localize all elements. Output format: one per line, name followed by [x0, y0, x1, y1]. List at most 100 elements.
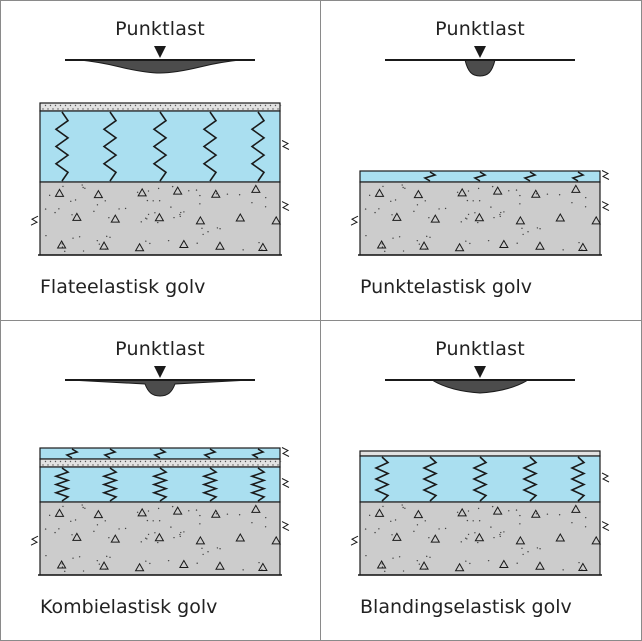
aggregate-triangle — [498, 239, 509, 248]
aggregate-dot — [490, 526, 492, 528]
aggregate-dot — [44, 208, 47, 210]
aggregate-dot — [562, 249, 564, 251]
aggregate-dot — [171, 505, 174, 508]
aggregate-dot — [157, 221, 159, 224]
spring-icon — [202, 111, 218, 182]
sheet-dot — [252, 464, 254, 466]
sheet-dot — [137, 108, 139, 110]
concrete-slab — [350, 501, 610, 576]
aggregate-dot — [158, 200, 161, 202]
aggregate-dot — [171, 185, 174, 188]
sheet-dot — [54, 104, 57, 107]
aggregate-triangle — [392, 532, 402, 541]
aggregate-triangle — [535, 561, 545, 570]
aggregate-dot — [500, 531, 502, 534]
sheet-dot — [169, 460, 172, 463]
sheet-dot — [229, 460, 232, 463]
aggregate-dot — [199, 203, 201, 205]
sheet-dot — [257, 464, 259, 466]
aggregate-dot — [201, 227, 203, 230]
aggregate-triangle — [215, 241, 225, 250]
spring-icon — [203, 448, 217, 459]
load-arrow-icon — [154, 46, 166, 58]
sheet-dot — [272, 108, 274, 110]
aggregate-triangle — [99, 561, 109, 570]
aggregate-dot — [136, 191, 139, 194]
sheet-dot — [209, 104, 212, 107]
aggregate-dot — [508, 510, 510, 512]
aggregate-triangle — [419, 561, 429, 570]
sheet-dot — [82, 108, 84, 110]
aggregate-dot — [404, 507, 406, 510]
aggregate-dot — [108, 217, 110, 219]
aggregate-triangle — [419, 241, 429, 250]
sheet-dot — [49, 104, 52, 107]
aggregate-triangle — [137, 507, 148, 517]
aggregate-triangle — [376, 239, 387, 249]
aggregate-triangle — [591, 215, 602, 225]
aggregate-dot — [499, 533, 501, 536]
aggregate-dot — [195, 189, 198, 191]
aggregate-dot — [145, 240, 147, 242]
aggregate-dot — [515, 189, 518, 191]
aggregate-dot — [499, 535, 501, 538]
sheet-dot — [97, 464, 99, 466]
sheet-dot — [244, 460, 247, 463]
sheet-dot — [179, 104, 182, 107]
aggregate-triangle — [392, 212, 402, 221]
aggregate-dot — [124, 527, 127, 530]
aggregate-triangle — [56, 559, 67, 569]
sheet-dot — [182, 464, 184, 466]
aggregate-dot — [62, 185, 64, 188]
spring-icon — [153, 448, 167, 459]
aggregate-dot — [180, 211, 182, 214]
sheet-dot — [89, 460, 92, 463]
aggregate-dot — [404, 187, 406, 190]
aggregate-dot — [199, 194, 201, 197]
sheet-dot — [177, 464, 179, 466]
point-load-label: Punktlast — [115, 18, 205, 40]
sheet-dot — [192, 108, 194, 110]
aggregate-dot — [491, 505, 494, 508]
sheet-dot — [262, 464, 264, 466]
sheet-dot — [169, 104, 172, 107]
spring-icon — [54, 111, 70, 182]
sheet-dot — [239, 104, 242, 107]
point-load-symbol — [65, 366, 255, 397]
aggregate-dot — [82, 250, 85, 252]
spring-icon — [251, 448, 265, 459]
aggregate-dot — [394, 199, 397, 201]
aggregate-dot — [81, 184, 83, 186]
aggregate-dot — [72, 557, 74, 559]
aggregate-dot — [147, 510, 150, 512]
sheet-dot — [127, 464, 129, 466]
sheet-dot — [237, 108, 239, 110]
sheet-dot — [124, 104, 127, 107]
aggregate-dot — [546, 193, 549, 195]
sheet-dot — [109, 460, 112, 463]
aggregate-dot — [202, 233, 204, 236]
aggregate-dot — [61, 566, 64, 568]
aggregate-triangle — [93, 509, 104, 519]
aggregate-dot — [106, 555, 108, 558]
sheet-dot — [237, 464, 239, 466]
load-arrow-icon — [474, 46, 486, 58]
aggregate-dot — [183, 211, 185, 213]
sheet-dot — [177, 108, 179, 110]
deflection-bulge — [464, 59, 496, 77]
aggregate-dot — [578, 241, 580, 244]
sheet-dot — [149, 104, 152, 107]
aggregate-dot — [364, 208, 367, 210]
aggregate-dot — [108, 537, 110, 539]
sheet-dot — [57, 108, 59, 110]
sheet-dot — [244, 104, 247, 107]
aggregate-dot — [508, 190, 510, 192]
aggregate-dot — [585, 196, 587, 199]
spring-icon — [571, 171, 585, 182]
aggregate-dot — [144, 537, 147, 539]
point-load-symbol — [65, 46, 255, 74]
sheet-dot — [227, 108, 229, 110]
sheet-dot — [67, 464, 69, 466]
aggregate-dot — [382, 185, 384, 188]
aggregate-dot — [238, 194, 241, 196]
